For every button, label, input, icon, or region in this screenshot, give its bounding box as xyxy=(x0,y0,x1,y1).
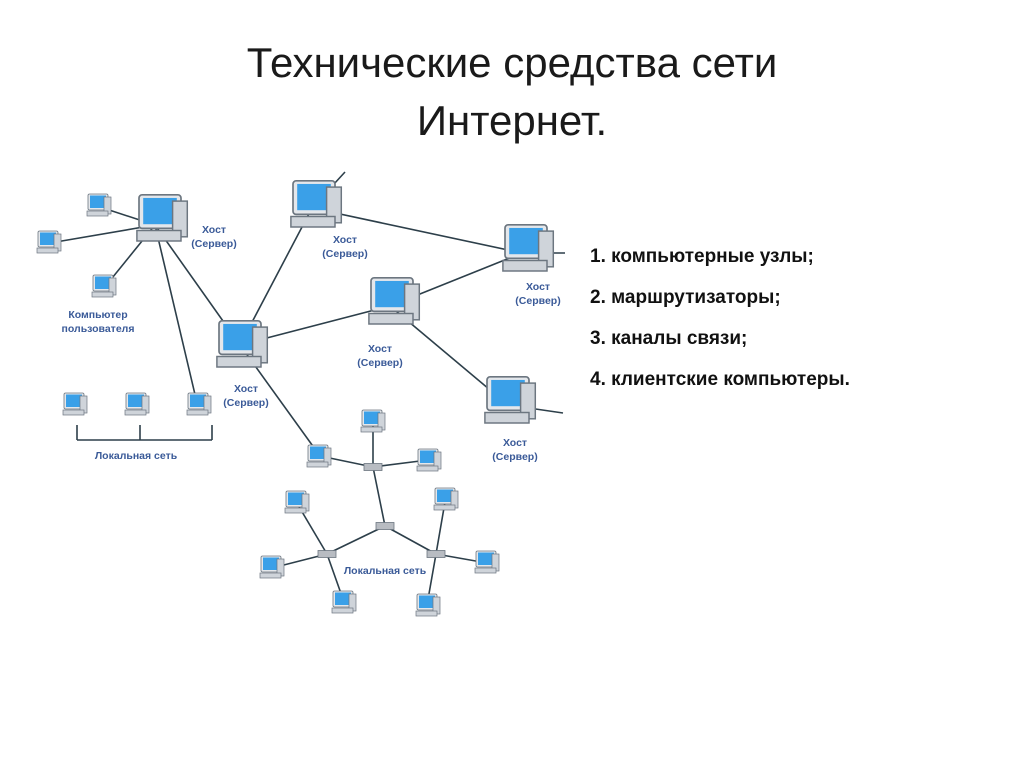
client-computer-icon xyxy=(433,487,459,511)
server-computer-icon xyxy=(215,319,269,369)
link xyxy=(311,207,523,254)
hub-icon xyxy=(375,522,395,530)
list-item: 2. маршрутизаторы; xyxy=(590,287,781,308)
list-item: 4. клиентские компьютеры. xyxy=(590,369,850,390)
host-label: Хост xyxy=(503,437,527,449)
link xyxy=(49,224,156,244)
client-computer-icon xyxy=(306,444,332,468)
link xyxy=(435,501,446,555)
client-computer-icon xyxy=(474,550,500,574)
link xyxy=(372,466,386,527)
lan-label: Локальная сеть xyxy=(95,450,178,462)
client-computer-icon xyxy=(415,593,441,617)
server-label: (Сервер) xyxy=(322,248,367,260)
client-computer-icon xyxy=(36,230,62,254)
client-computer-icon xyxy=(186,392,212,416)
server-computer-icon xyxy=(135,193,189,243)
server-computer-icon xyxy=(289,179,343,229)
server-label: (Сервер) xyxy=(223,397,268,409)
client-computer-icon xyxy=(86,193,112,217)
hub-icon xyxy=(363,463,383,471)
link xyxy=(154,224,198,404)
feature-list: 1. компьютерные узлы; 2. маршрутизаторы;… xyxy=(590,236,850,400)
server-computer-icon xyxy=(367,276,421,326)
server-computer-icon xyxy=(483,375,537,425)
server-label: (Сервер) xyxy=(357,357,402,369)
host-label: Хост xyxy=(368,343,392,355)
client-computer-icon xyxy=(91,274,117,298)
link xyxy=(326,525,386,555)
title-line-1: Технические средства сети xyxy=(246,39,778,86)
host-label: Хост xyxy=(202,224,226,236)
client-computer-icon xyxy=(331,590,357,614)
server-label: (Сервер) xyxy=(191,238,236,250)
server-computer-icon xyxy=(501,223,555,273)
host-label: Хост xyxy=(234,383,258,395)
title-line-2: Интернет. xyxy=(416,97,608,144)
host-label: Хост xyxy=(526,281,550,293)
server-label: (Сервер) xyxy=(492,451,537,463)
client-computer-icon xyxy=(62,392,88,416)
user-computer-label: Компьютер xyxy=(68,309,127,321)
server-label: (Сервер) xyxy=(515,295,560,307)
hub-icon xyxy=(426,550,446,558)
hub-icon xyxy=(317,550,337,558)
page-title: Технические средства сети Интернет. xyxy=(0,34,1024,150)
list-item: 1. компьютерные узлы; xyxy=(590,246,814,267)
client-computer-icon xyxy=(284,490,310,514)
list-item: 3. каналы связи; xyxy=(590,328,748,349)
link xyxy=(384,525,437,555)
client-computer-icon xyxy=(416,448,442,472)
user-computer-label: пользователя xyxy=(62,323,135,335)
lan-label: Локальная сеть xyxy=(344,565,427,577)
client-computer-icon xyxy=(124,392,150,416)
host-label: Хост xyxy=(333,234,357,246)
client-computer-icon xyxy=(360,409,386,433)
client-computer-icon xyxy=(259,555,285,579)
